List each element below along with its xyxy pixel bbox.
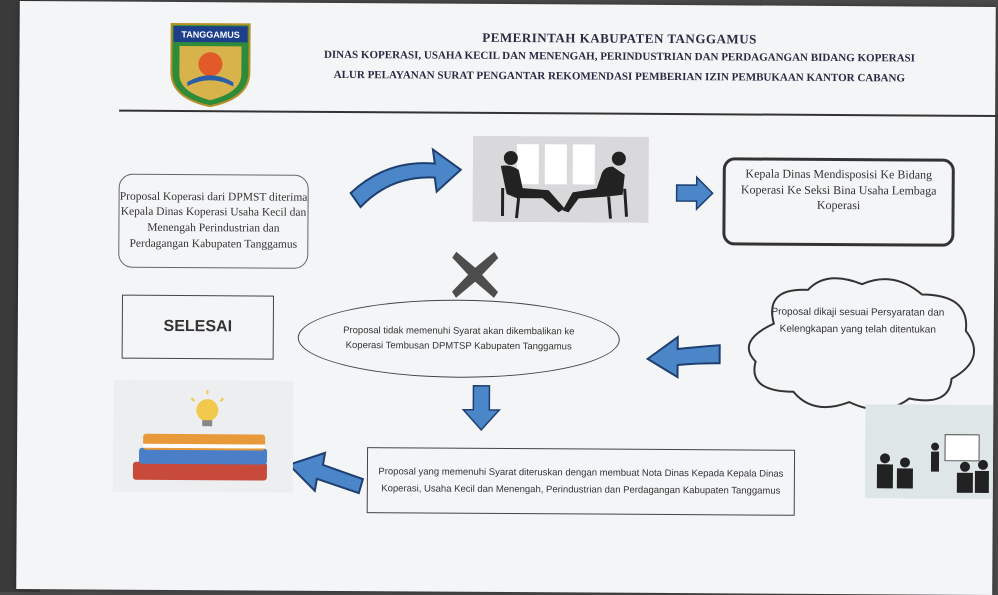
review-text: Proposal dikaji sesuai Persyaratan dan K… — [771, 306, 945, 336]
rejected-text: Proposal tidak memenuhi Syarat akan dike… — [343, 324, 575, 353]
review-cloud-shape — [747, 277, 975, 411]
meeting-silhouette-image — [472, 135, 649, 223]
down-arrow-icon — [461, 385, 502, 431]
proposal-received-text: Proposal Koperasi dari DPMST diterima Ke… — [119, 190, 308, 251]
rejected-ellipse: Proposal tidak memenuhi Syarat akan dike… — [297, 298, 620, 379]
proposal-received-box: Proposal Koperasi dari DPMST diterima Ke… — [118, 173, 309, 269]
header-line-3: ALUR PELAYANAN SURAT PENGANTAR REKOMENDA… — [333, 68, 906, 85]
conference-image — [864, 404, 994, 499]
logo-text: TANGGAMUS — [181, 30, 239, 40]
reject-x-icon — [452, 251, 499, 298]
curved-arrow-icon — [349, 147, 463, 209]
accepted-text: Proposal yang memenuhi Syarat diteruskan… — [378, 466, 784, 497]
right-arrow-icon — [675, 175, 714, 211]
header-line-1: PEMERINTAH KABUPATEN TANGGAMUS — [482, 29, 757, 47]
end-box: SELESAI — [121, 294, 275, 360]
header-divider — [119, 109, 998, 118]
left-arrow-icon — [645, 335, 721, 379]
tanggamus-logo: TANGGAMUS — [170, 22, 251, 108]
end-text: SELESAI — [163, 317, 233, 336]
accepted-box: Proposal yang memenuhi Syarat diteruskan… — [366, 447, 796, 516]
books-image — [112, 379, 294, 493]
flowchart-paper: TANGGAMUS PEMERINTAH KABUPATEN TANGGAMUS… — [16, 1, 998, 595]
kepala-dinas-text: Kepala Dinas Mendisposisi Ke Bidang Kope… — [740, 166, 937, 213]
diagonal-arrow-icon — [287, 451, 365, 495]
kepala-dinas-box: Kepala Dinas Mendisposisi Ke Bidang Kope… — [722, 157, 955, 247]
header-line-2: DINAS KOPERASI, USAHA KECIL DAN MENENGAH… — [323, 48, 916, 65]
